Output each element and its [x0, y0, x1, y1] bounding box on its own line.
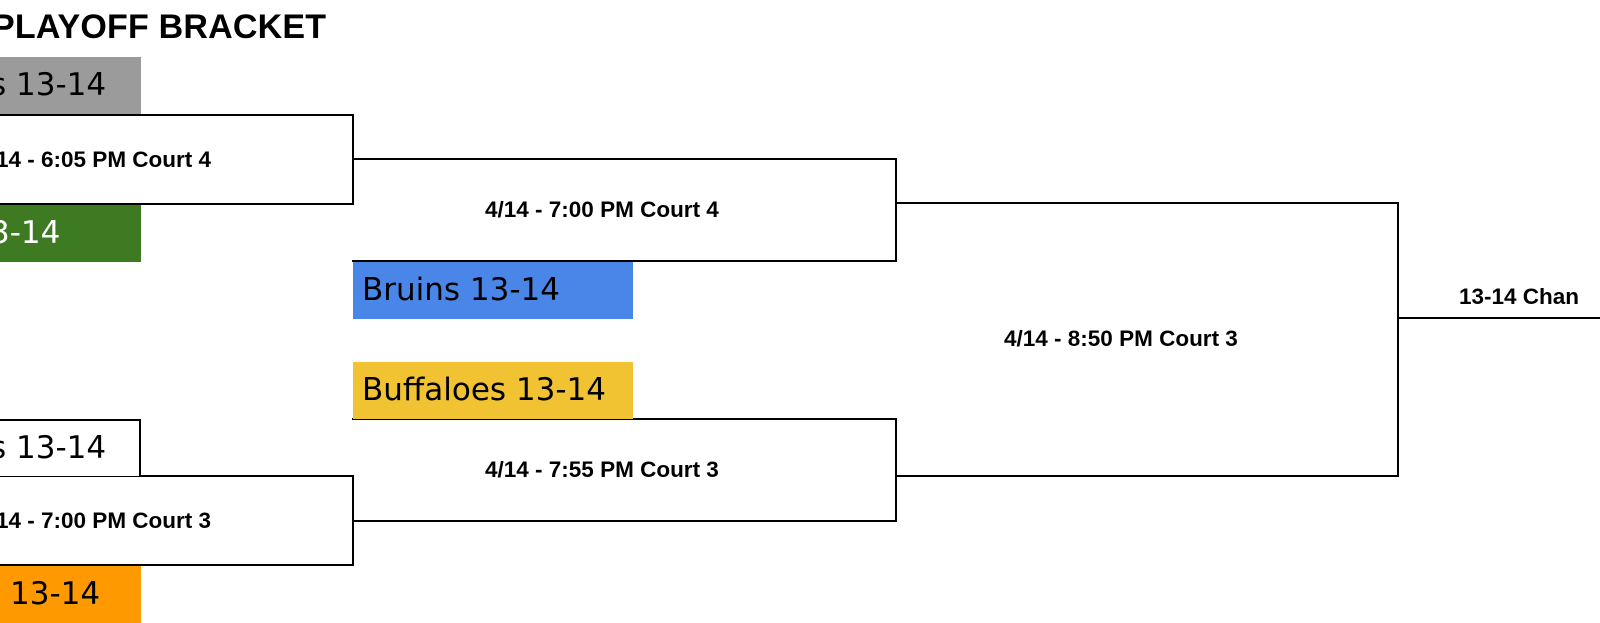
connector-final: [895, 202, 1399, 477]
connector-semi-top: [352, 158, 897, 262]
game-label-semi-top: 4/14 - 7:00 PM Court 4: [485, 197, 719, 222]
bracket-title: PLAYOFF BRACKET: [0, 8, 327, 46]
championship-label: 13-14 Chan: [1459, 284, 1580, 309]
game-label-r1-top: 14 - 6:05 PM Court 4: [0, 147, 212, 172]
game-label-final: 4/14 - 8:50 PM Court 3: [1004, 326, 1238, 351]
team-slot-5: s 13-14: [0, 419, 141, 476]
team-slot-2: 3-14: [0, 205, 141, 262]
team-slot-bruins: Bruins 13-14: [353, 262, 633, 319]
game-label-semi-bottom: 4/14 - 7:55 PM Court 3: [485, 457, 719, 482]
connector-semi-bottom: [352, 418, 897, 522]
team-slot-1: s 13-14: [0, 57, 141, 114]
team-slot-buffaloes: Buffaloes 13-14: [353, 362, 633, 419]
team-slot-6: 13-14: [0, 566, 141, 623]
game-label-r1-bottom: 14 - 7:00 PM Court 3: [0, 508, 212, 533]
